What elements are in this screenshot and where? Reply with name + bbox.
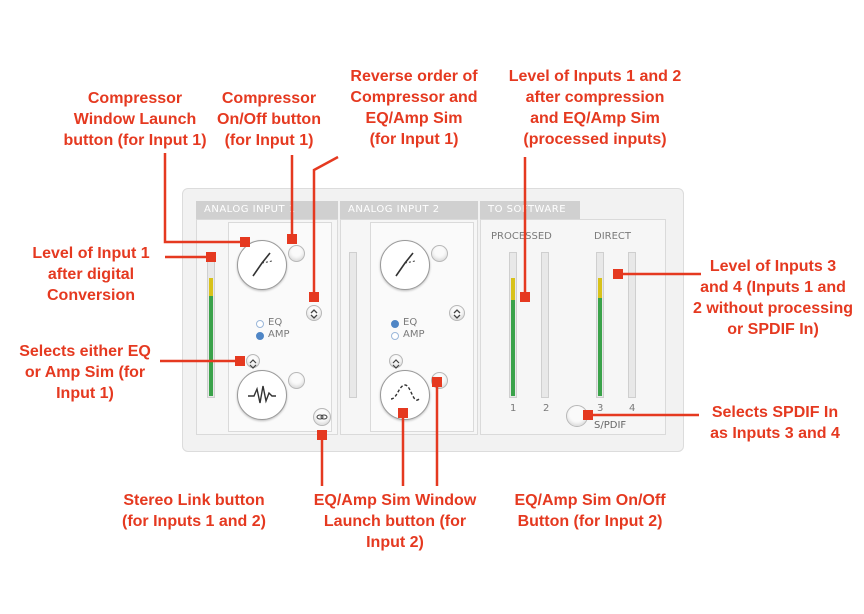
meter-number-3: 3 xyxy=(597,403,604,414)
marker-eq-window xyxy=(398,408,408,418)
direct-meter-4 xyxy=(628,252,636,398)
marker-processed-level xyxy=(520,292,530,302)
compressor-curve-icon xyxy=(395,252,416,277)
marker-eq-amp-select xyxy=(235,356,245,366)
meter-number-2: 2 xyxy=(543,403,550,414)
marker-eq-onoff xyxy=(432,377,442,387)
link-icon xyxy=(316,414,328,420)
amp-sim-onoff-button-input1[interactable] xyxy=(288,372,305,389)
callout-stereo-link: Stereo Link button(for Inputs 1 and 2) xyxy=(122,492,266,530)
marker-compressor-window xyxy=(240,237,250,247)
spdif-label: S/PDIF xyxy=(594,420,627,431)
eq-radio-input2[interactable] xyxy=(391,320,399,328)
eq-label-input1: EQ xyxy=(268,317,283,328)
marker-compressor-onoff xyxy=(287,234,297,244)
swap-arrows-icon xyxy=(453,309,461,319)
marker-reverse-order xyxy=(309,292,319,302)
compressor-curve-icon xyxy=(252,252,273,277)
reverse-order-button-input1[interactable] xyxy=(306,305,322,321)
marker-spdif xyxy=(583,410,593,420)
swap-arrows-icon xyxy=(249,359,257,369)
meter-number-1: 1 xyxy=(510,403,517,414)
compressor-onoff-button-input2[interactable] xyxy=(431,245,448,262)
to-software-panel xyxy=(480,219,666,435)
reverse-order-button-input2[interactable] xyxy=(449,305,465,321)
marker-direct-level xyxy=(613,269,623,279)
tab-to-software[interactable]: TO SOFTWARE xyxy=(480,201,580,219)
waveform-icon xyxy=(248,385,276,404)
amp-label-input2: AMP xyxy=(403,329,425,340)
eq-curve-icon xyxy=(390,384,420,401)
compressor-onoff-button-input1[interactable] xyxy=(288,245,305,262)
input1-level-meter xyxy=(207,252,215,398)
processed-meter-2 xyxy=(541,252,549,398)
swap-arrows-icon xyxy=(392,359,400,369)
input2-level-meter xyxy=(349,252,357,398)
amp-radio-input1[interactable] xyxy=(256,332,264,340)
compressor-window-button-input1[interactable] xyxy=(237,240,287,290)
eq-label-input2: EQ xyxy=(403,317,418,328)
amp-label-input1: AMP xyxy=(268,329,290,340)
marker-stereo-link xyxy=(317,430,327,440)
compressor-window-button-input2[interactable] xyxy=(380,240,430,290)
meter-number-4: 4 xyxy=(629,403,636,414)
processed-label: PROCESSED xyxy=(491,231,552,242)
direct-meter-3 xyxy=(596,252,604,398)
eq-amp-select-button-input2[interactable] xyxy=(389,354,403,369)
processed-meter-1 xyxy=(509,252,517,398)
swap-arrows-icon xyxy=(310,309,318,319)
amp-radio-input2[interactable] xyxy=(391,332,399,340)
tab-analog-input-1[interactable]: ANALOG INPUT 1 xyxy=(196,201,338,219)
tab-analog-input-2[interactable]: ANALOG INPUT 2 xyxy=(340,201,478,219)
marker-input1-level xyxy=(206,252,216,262)
eq-radio-input1[interactable] xyxy=(256,320,264,328)
direct-label: DIRECT xyxy=(594,231,632,242)
amp-sim-window-button-input1[interactable] xyxy=(237,370,287,420)
stereo-link-button[interactable] xyxy=(313,408,331,426)
eq-amp-select-button-input1[interactable] xyxy=(246,354,260,369)
